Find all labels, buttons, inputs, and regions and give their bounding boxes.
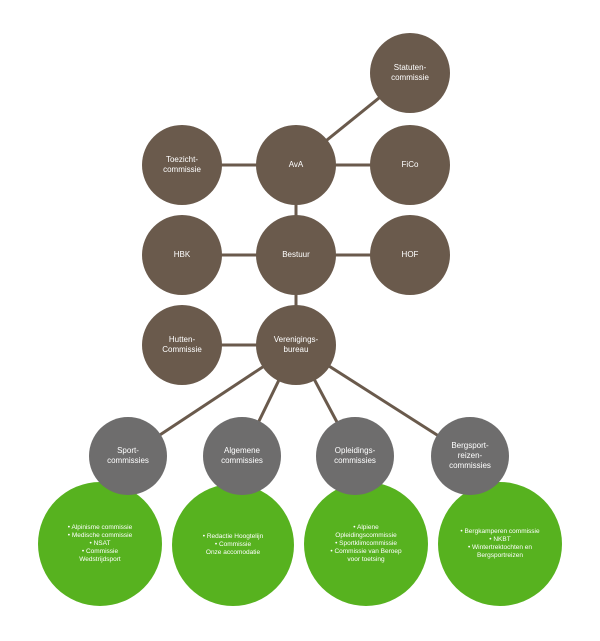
group-item: • Alpinisme commissie bbox=[67, 524, 133, 531]
group-item: • Sportklimcommissie bbox=[335, 540, 397, 547]
group-item: • NSAT bbox=[89, 540, 111, 547]
group-item: • Commissie Onze accomodatie bbox=[205, 541, 261, 556]
group-title: Sport- commissies bbox=[107, 446, 149, 465]
group-item: • Commissie Wedstrijdsport bbox=[79, 548, 121, 563]
node-label: FiCo bbox=[401, 160, 419, 169]
group-item: • Wintertrektochten en Bergsportreizen bbox=[467, 544, 533, 559]
node-label: Bestuur bbox=[282, 250, 310, 259]
group-item-list: • Redactie Hoogtelijn • Commissie Onze a… bbox=[193, 533, 273, 557]
group-opleidings-commissies: Opleidings- commissies bbox=[316, 417, 394, 495]
node-statuten-commissie: Statuten- commissie bbox=[370, 33, 450, 113]
group-sport-details: • Alpinisme commissie • Medische commiss… bbox=[38, 482, 162, 606]
node-fico: FiCo bbox=[370, 125, 450, 205]
group-item: • Commissie van Beroep voor toetsing bbox=[330, 548, 402, 563]
node-label: Hutten- Commissie bbox=[162, 335, 202, 354]
node-hbk: HBK bbox=[142, 215, 222, 295]
node-bestuur: Bestuur bbox=[256, 215, 336, 295]
node-verenigingsbureau: Verenigings- bureau bbox=[256, 305, 336, 385]
node-label: Statuten- commissie bbox=[391, 63, 429, 82]
group-item: • Alpiene Opleidingscommissie bbox=[335, 524, 397, 539]
group-opleidings-details: • Alpiene Opleidingscommissie • Sportkli… bbox=[304, 482, 428, 606]
node-label: AvA bbox=[288, 160, 304, 169]
node-hutten-commissie: Hutten- Commissie bbox=[142, 305, 222, 385]
node-label: HBK bbox=[173, 250, 191, 259]
group-item: • Redactie Hoogtelijn bbox=[202, 533, 264, 540]
group-item-list: • Alpinisme commissie • Medische commiss… bbox=[58, 524, 142, 564]
group-sport-commissies: Sport- commissies bbox=[89, 417, 167, 495]
node-toezicht-commissie: Toezicht- commissie bbox=[142, 125, 222, 205]
group-item: • NKBT bbox=[489, 536, 511, 543]
group-title: Bergsport- reizen- commissies bbox=[449, 441, 491, 470]
group-bergsport-commissies: Bergsport- reizen- commissies bbox=[431, 417, 509, 495]
group-item: • Medische commissie bbox=[67, 532, 133, 539]
node-label: Verenigings- bureau bbox=[273, 335, 319, 354]
node-ava: AvA bbox=[256, 125, 336, 205]
group-algemene-details: • Redactie Hoogtelijn • Commissie Onze a… bbox=[172, 484, 294, 606]
node-label: HOF bbox=[401, 250, 419, 259]
group-title: Algemene commissies bbox=[221, 446, 263, 465]
group-algemene-commissies: Algemene commissies bbox=[203, 417, 281, 495]
group-item-list: • Alpiene Opleidingscommissie • Sportkli… bbox=[320, 524, 411, 564]
node-hof: HOF bbox=[370, 215, 450, 295]
node-label: Toezicht- commissie bbox=[163, 155, 201, 174]
group-item: • Bergkamperen commissie bbox=[460, 528, 540, 535]
group-item-list: • Bergkamperen commissie • NKBT • Winter… bbox=[450, 528, 549, 560]
group-title: Opleidings- commissies bbox=[334, 446, 376, 465]
group-bergsport-details: • Bergkamperen commissie • NKBT • Winter… bbox=[438, 482, 562, 606]
